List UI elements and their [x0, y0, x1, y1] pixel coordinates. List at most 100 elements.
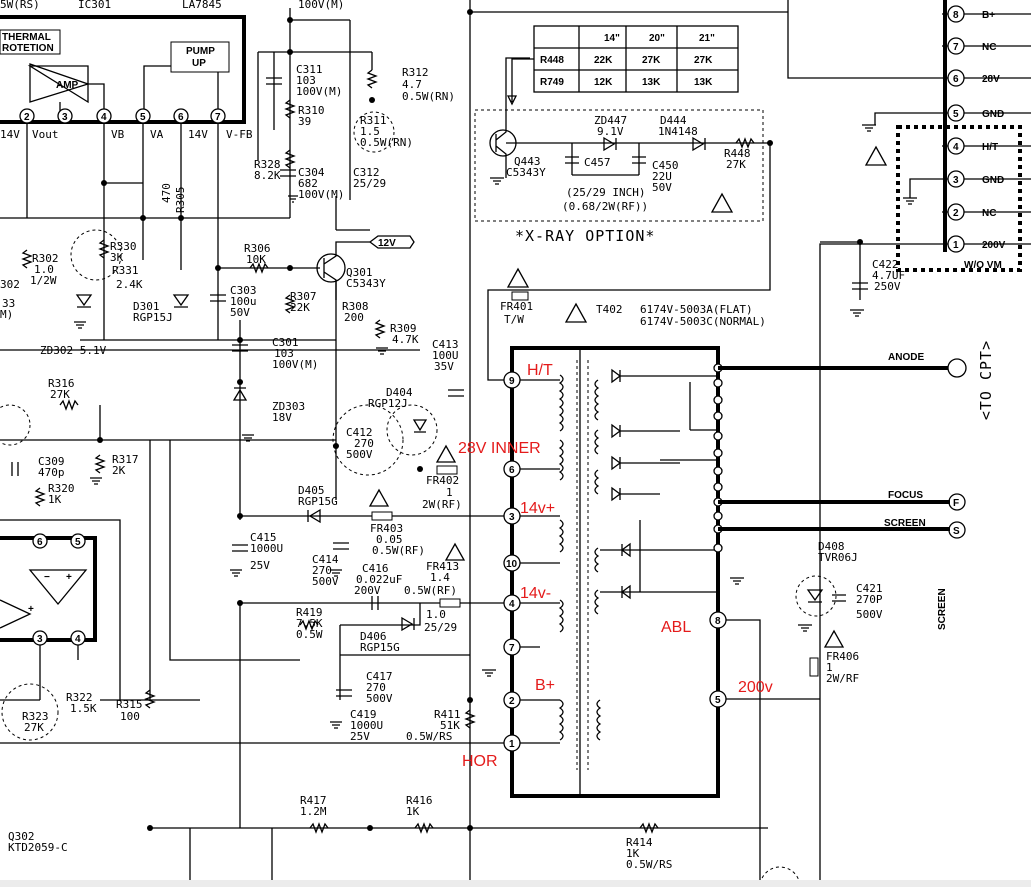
svg-text:5: 5 — [75, 537, 81, 548]
fbt-inner-diodes — [600, 368, 719, 600]
red-label-ht: H/T — [527, 362, 553, 379]
d408-label-2: TVR06J — [818, 551, 858, 564]
conn-label-gnd-a: GND — [982, 109, 1004, 120]
r328-label-2: 8.2K — [254, 169, 281, 182]
c422-label-2: 4.7UF — [872, 269, 905, 282]
r302-label-3: 1/2W — [30, 274, 57, 287]
amp-symbol — [29, 63, 91, 103]
fbt-core — [576, 360, 589, 770]
conn-label-nc-a: NC — [982, 42, 996, 53]
r306-label-1: R306 — [244, 242, 271, 255]
c417-label-1: C417 — [366, 670, 393, 683]
d404-label-2: RGP12J — [368, 397, 408, 410]
q301-transistor — [316, 241, 370, 300]
conn-pin-8: 8 — [953, 10, 959, 21]
svg-text:3: 3 — [37, 634, 43, 645]
r305-label-1: 470 — [160, 183, 173, 203]
r414-label-2: 1K — [626, 847, 640, 860]
c414-label-3: 500V — [312, 575, 339, 588]
c412-label-3: 500V — [346, 448, 373, 461]
ht-feed-wire — [487, 143, 771, 381]
zd447-label-1: ZD447 — [594, 114, 627, 127]
conn-pin-6: 6 — [953, 74, 959, 85]
r308-label-2: 200 — [344, 311, 364, 324]
conn-label-bplus: B+ — [982, 10, 995, 21]
fbt-pin-6: 6 — [509, 465, 515, 476]
c457-label: C457 — [584, 156, 611, 169]
ic301-label: IC301 — [78, 0, 111, 11]
c312-label-1: C312 — [353, 166, 380, 179]
fr403-label-2: 0.05 — [376, 533, 403, 546]
c302-label-1: 302 — [0, 278, 20, 291]
c414-label-2: 270 — [312, 564, 332, 577]
xray-option-box — [474, 109, 764, 222]
svg-text:−: − — [44, 572, 50, 583]
d408-label-1: D408 — [818, 540, 845, 553]
c304-label-3: 100V(M) — [298, 188, 344, 201]
c303-label-2: 100u — [230, 295, 257, 308]
q302-label-1: Q302 — [8, 830, 35, 843]
red-label-28v-inner: 28V INNER — [458, 440, 541, 457]
conn-pin-3: 3 — [953, 175, 959, 186]
c302-label-2: 33 — [2, 297, 15, 310]
c416-label-3: 200V — [354, 584, 381, 597]
red-label-14v-minus: 14v- — [520, 585, 551, 602]
fbt-primary-leads — [518, 379, 560, 744]
r305-label-2: R305 — [174, 187, 187, 214]
r416-label-1: R416 — [406, 794, 433, 807]
c450-label-1: C450 — [652, 159, 679, 172]
c413-label-1: C413 — [432, 338, 459, 351]
c304-label-2: 682 — [298, 177, 318, 190]
ic-pin-2: 2 — [24, 112, 30, 123]
c417-label-2: 270 — [366, 681, 386, 694]
c416-label-2: 0.022uF — [356, 573, 402, 586]
xray-note-2: (0.68/2W(RF)) — [562, 200, 648, 213]
r331-label-2: 2.4K — [116, 278, 143, 291]
fbt-pin-10: 10 — [506, 559, 518, 570]
ic-pins — [19, 108, 226, 124]
d301-label-1: D301 — [133, 300, 160, 313]
zd303-label-2: 18V — [272, 411, 292, 424]
r448-label-2: 27K — [726, 158, 746, 171]
r315-label-2: 100 — [120, 710, 140, 723]
fbt-pins — [503, 371, 727, 752]
c-top-label: 100V(M) — [298, 0, 344, 11]
ic301-outline — [0, 15, 246, 124]
zd447-label-2: 9.1V — [597, 125, 624, 138]
c421-label-2: 270P — [856, 593, 883, 606]
table-r749-20: 13K — [642, 77, 661, 88]
connector-pins — [947, 5, 965, 253]
t402-label: T402 — [596, 303, 623, 316]
c415-label-3: 25V — [250, 559, 270, 572]
r311-label-1: R311 — [360, 114, 387, 127]
fr403-label-1: FR403 — [370, 522, 403, 535]
r309-label-2: 4.7K — [392, 333, 419, 346]
r323-label-2: 27K — [24, 721, 44, 734]
fr402-label-3: 2W(RF) — [422, 498, 462, 511]
fbt-pin-7: 7 — [509, 643, 515, 654]
fr406-label-3: 2W/RF — [826, 672, 859, 685]
r414-label-1: R414 — [626, 836, 653, 849]
fr403-body — [371, 511, 393, 521]
conn-pin-2: 2 — [953, 208, 959, 219]
d406-label-2: RGP15G — [360, 641, 400, 654]
t402-part-1: 6174V-5003A(FLAT) — [640, 303, 753, 316]
c419-label-2: 1000U — [350, 719, 383, 732]
ic-pin-label-vout: Vout — [32, 128, 59, 141]
ic301-part-label: LA7845 — [182, 0, 222, 11]
table-r749-name: R749 — [540, 77, 564, 88]
red-label-hor: HOR — [462, 753, 498, 770]
r323-label-1: R323 — [22, 710, 49, 723]
table-header-20: 20" — [649, 33, 665, 44]
c413-label-3: 35V — [434, 360, 454, 373]
conn-pin-5: 5 — [953, 109, 959, 120]
r310-label-1: R310 — [298, 104, 325, 117]
pump-box — [170, 41, 230, 73]
r330-label-1: R330 — [110, 240, 137, 253]
anode-label: ANODE — [888, 352, 924, 363]
c419-label-1: C419 — [350, 708, 377, 721]
zd302-label: ZD302 5.1V — [40, 344, 107, 357]
c415-label-2: 1000U — [250, 542, 283, 555]
c301-label-2: 103 — [274, 347, 294, 360]
